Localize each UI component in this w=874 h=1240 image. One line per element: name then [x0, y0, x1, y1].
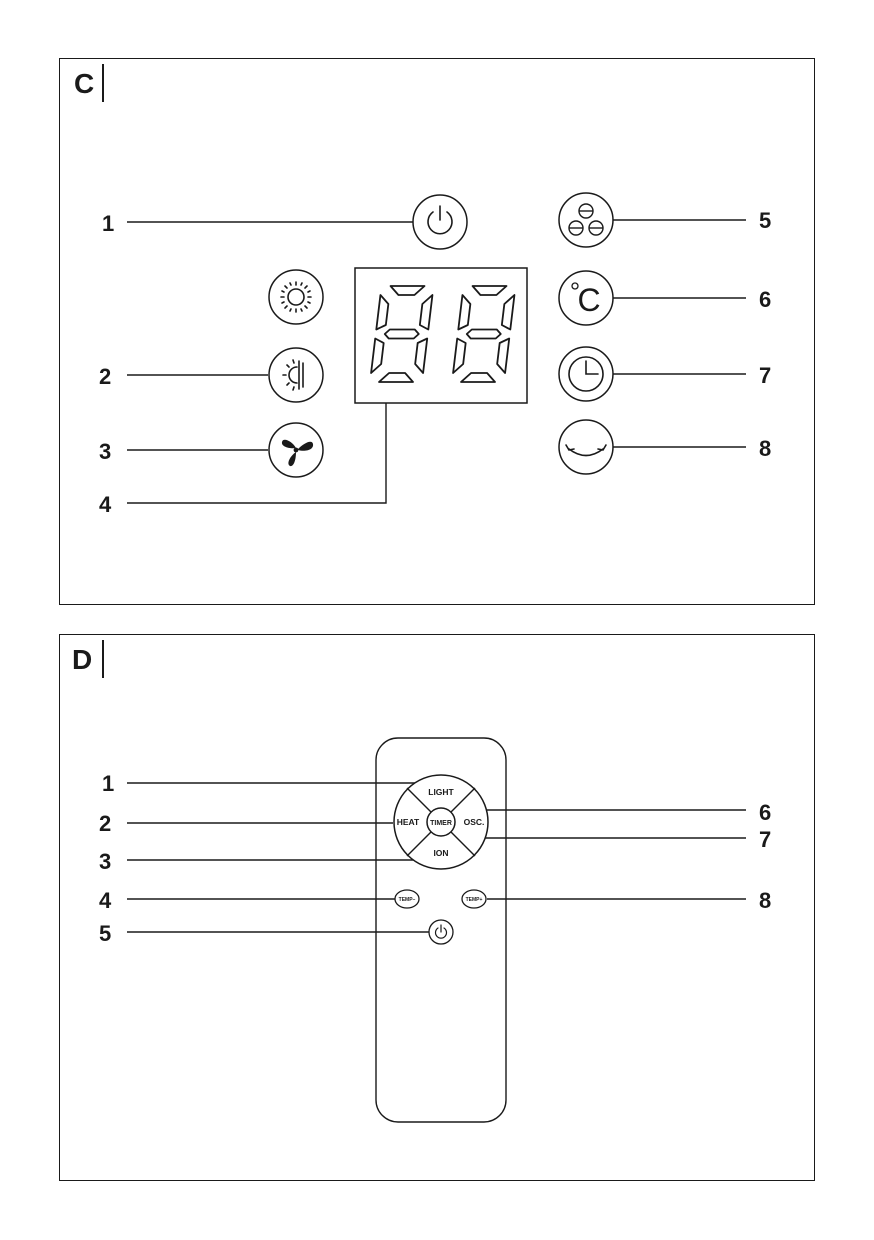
display-segment [383, 328, 420, 340]
timer-button-label: TIMER [430, 820, 452, 827]
display-segment [460, 372, 496, 383]
callout-c-6: 6 [759, 287, 772, 312]
power-icon [427, 205, 453, 235]
clock-icon [568, 356, 604, 392]
callout-c-2: 2 [99, 364, 112, 389]
panel-letter-c: C [74, 68, 95, 99]
celsius-icon: C [571, 282, 601, 318]
temp-minus-label: TEMP– [399, 897, 416, 903]
callout-d-7: 7 [759, 827, 772, 852]
oscillation-button[interactable]: OSC. [464, 817, 485, 827]
mode-button[interactable] [558, 192, 614, 248]
light-button[interactable] [268, 269, 324, 325]
light-button[interactable]: LIGHT [428, 787, 454, 797]
temp-minus-button[interactable]: TEMP– [394, 889, 420, 909]
modes-icon [568, 203, 604, 236]
display-segment [378, 372, 414, 383]
callout-d-8: 8 [759, 888, 772, 913]
power-icon [434, 924, 448, 939]
callout-c-3: 3 [99, 439, 112, 464]
oscillation-button[interactable] [558, 419, 614, 475]
panel-letter-d: D [72, 644, 93, 675]
callout-c-7: 7 [759, 363, 772, 388]
callout-c-4: 4 [99, 492, 112, 517]
display-segment [375, 294, 390, 331]
panel-letter-divider [102, 640, 104, 678]
display-segment [389, 285, 426, 296]
leader-line-c-4 [127, 403, 387, 504]
callout-c-5: 5 [759, 208, 772, 233]
temp-plus-button[interactable]: TEMP+ [461, 889, 487, 909]
celsius-symbol: C [577, 282, 600, 318]
display-segment [418, 294, 434, 331]
callout-c-8: 8 [759, 436, 772, 461]
led-display [354, 267, 528, 404]
display-segment [500, 294, 516, 331]
display-segment [414, 337, 429, 374]
oscillation-icon [565, 444, 607, 457]
panel-letter-divider [102, 64, 104, 102]
power-button[interactable] [412, 194, 468, 250]
display-segment [370, 337, 385, 374]
display-segment [452, 337, 467, 374]
temp-plus-label: TEMP+ [466, 897, 483, 903]
callout-d-2: 2 [99, 811, 112, 836]
ion-button[interactable]: ION [433, 848, 448, 858]
timer-button[interactable] [558, 346, 614, 402]
callout-d-1: 1 [102, 771, 115, 796]
display-segment [457, 294, 472, 331]
sun-icon [280, 281, 312, 313]
remote-control-figure [59, 634, 815, 1181]
heat-icon [282, 359, 304, 391]
callout-d-6: 6 [759, 800, 772, 825]
fan-icon [281, 439, 314, 467]
callout-c-1: 1 [102, 211, 115, 236]
temperature-button[interactable]: C [558, 270, 614, 326]
callout-d-5: 5 [99, 921, 112, 946]
control-panel-figure [59, 58, 815, 605]
display-segment [496, 337, 511, 374]
display-segment [471, 285, 508, 296]
heat-button[interactable]: HEAT [397, 817, 420, 827]
display-segment [465, 328, 502, 340]
power-button[interactable] [428, 919, 454, 945]
fan-button[interactable] [268, 422, 324, 478]
timer-button[interactable]: TIMER [426, 807, 456, 837]
heat-button[interactable] [268, 347, 324, 403]
display-digits [370, 285, 516, 383]
callout-d-3: 3 [99, 849, 112, 874]
callout-d-4: 4 [99, 888, 112, 913]
